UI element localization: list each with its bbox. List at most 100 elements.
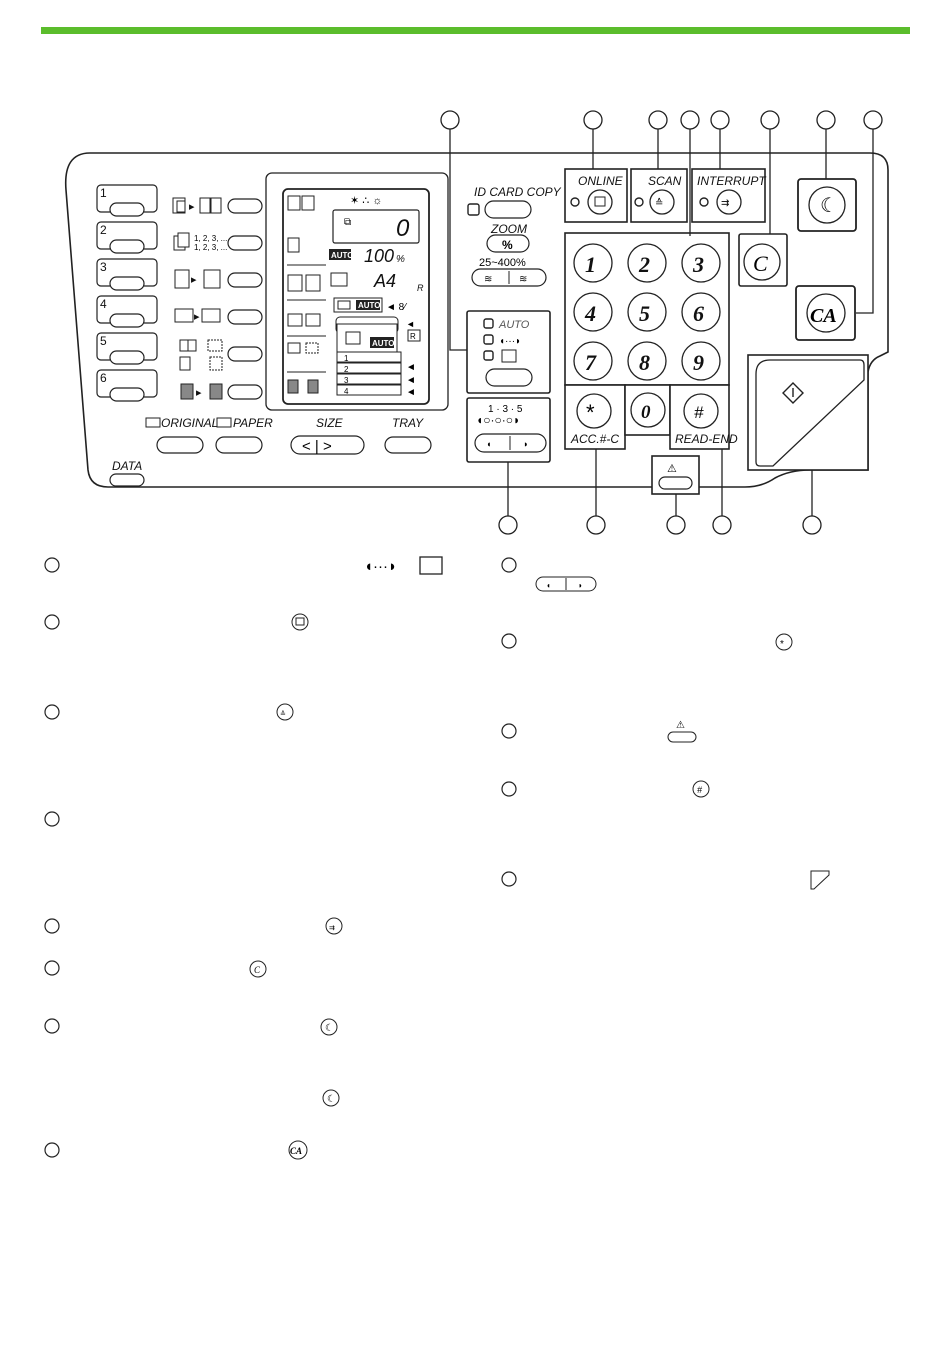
hash-key[interactable]: # READ-END [669, 384, 738, 450]
size-key[interactable]: SIZE < | > [290, 416, 365, 455]
program-button-2[interactable]: 2 [96, 221, 158, 254]
clear-all-key[interactable]: CA [795, 285, 856, 341]
hash-inline-icon: # [692, 780, 710, 798]
key-3[interactable]: 3 [681, 243, 721, 283]
key-label: 2 [638, 252, 650, 277]
function-keys: ▸ 1, 2, 3, ... 1, 2, 3, ... ▸ ▸ [172, 197, 263, 400]
svg-text:#: # [697, 785, 703, 795]
svg-text:◖○·○·○◗: ◖○·○·○◗ [476, 413, 520, 427]
key-2[interactable]: 2 [627, 243, 667, 283]
scan-key[interactable]: SCAN ≙ [630, 168, 688, 223]
program-button-5[interactable]: 5 [96, 332, 158, 365]
key-8[interactable]: 8 [627, 341, 667, 381]
zoom-percent: % [502, 238, 513, 252]
svg-text:◄: ◄ [406, 319, 415, 329]
svg-text:≋: ≋ [484, 274, 492, 285]
zero-key[interactable]: 0 [624, 384, 671, 436]
lcd-tray-4: 4 [344, 387, 349, 396]
clear-all-key-label: CA [810, 305, 837, 327]
svg-text:▸: ▸ [194, 311, 200, 323]
scan-label: SCAN [648, 174, 682, 188]
key-label: 6 [693, 301, 704, 326]
online-inline-icon [291, 613, 309, 631]
tray-label: TRAY [392, 416, 424, 430]
exposure-mode-key[interactable]: AUTO ◖···◗ [466, 310, 551, 394]
key-4[interactable]: 4 [573, 292, 613, 332]
svg-text:CA: CA [290, 1146, 302, 1156]
lcd-zoom-unit: % [396, 254, 405, 265]
exposure-level-inline-icon: ◖◗ [535, 576, 597, 592]
description-bullets-right [501, 557, 517, 887]
clear-all-inline-icon: CA [288, 1140, 308, 1160]
svg-text:*: * [780, 639, 784, 650]
key-6[interactable]: 6 [681, 292, 721, 332]
key-1[interactable]: 1 [573, 243, 613, 283]
star-inline-icon: * [775, 633, 793, 651]
program-button-label: 5 [100, 334, 107, 348]
sort-key[interactable]: 1, 2, 3, ... 1, 2, 3, ... [173, 232, 263, 252]
program-button-1[interactable]: 1 [96, 184, 158, 217]
online-key[interactable]: ONLINE [564, 168, 628, 223]
id-card-copy-label: ID CARD COPY [474, 185, 562, 199]
paper-key[interactable]: PAPER [215, 416, 273, 454]
lcd-tray-1: 1 [344, 354, 349, 363]
start-key[interactable] [747, 354, 869, 471]
lcd-tray-2: 2 [344, 365, 349, 374]
lcd-tray-3: 3 [344, 376, 349, 385]
key-5[interactable]: 5 [627, 292, 667, 332]
data-key[interactable]: DATA [109, 459, 145, 487]
nup-key[interactable]: ▸ [174, 269, 263, 289]
svg-text:◗: ◗ [523, 439, 528, 449]
description-bullets-left [44, 557, 60, 1158]
original-key[interactable]: ORIGINAL [145, 416, 218, 454]
exposure-auto-label: AUTO [498, 319, 530, 331]
reset-key[interactable]: ⚠ [651, 455, 700, 495]
card-shot-key[interactable]: ▸ [174, 308, 263, 325]
svg-text:☾: ☾ [325, 1023, 334, 1034]
interrupt-key[interactable]: INTERRUPT ⇉ [691, 168, 767, 223]
svg-text:≙: ≙ [655, 197, 663, 209]
original-label: ORIGINAL [161, 416, 218, 430]
svg-text:◖···◗: ◖···◗ [364, 558, 397, 575]
program-button-6[interactable]: 6 [96, 369, 158, 402]
duplex-key[interactable]: ▸ [172, 197, 263, 214]
start-inline-icon [810, 870, 830, 890]
exposure-level-key[interactable]: 1 · 3 · 5 ◖○·○·○◗ ◖ ◗ [466, 397, 551, 463]
svg-text:⇉: ⇉ [329, 925, 335, 932]
program-button-label: 3 [100, 260, 107, 274]
lcd-original-auto: AUTO [358, 301, 381, 310]
lcd-tray-r: R [410, 332, 416, 341]
svg-text:◖···◗: ◖···◗ [499, 336, 521, 347]
svg-text:◄: ◄ [406, 375, 416, 386]
power-save-inline-icon-2: ☾ [322, 1089, 340, 1107]
copy-count: 0 [396, 215, 410, 242]
lcd-display: ⧉ 0 ✶ ∴ ☼ AUTO 100 % A4 R AUTO ◄ 8⁄ AUTO [265, 172, 449, 411]
tray-key[interactable]: TRAY [384, 416, 432, 454]
scan-inline-icon: ≙ [276, 703, 294, 721]
program-button-4[interactable]: 4 [96, 295, 158, 328]
power-save-key[interactable]: ☾ [797, 178, 857, 232]
reset-inline-icon: ⚠ [667, 720, 697, 743]
callout-lines [440, 110, 883, 535]
book-copy-key[interactable] [179, 339, 263, 371]
svg-text:≋: ≋ [519, 274, 527, 285]
svg-text:◄: ◄ [406, 362, 416, 373]
key-7[interactable]: 7 [573, 341, 613, 381]
key-label: 9 [693, 350, 704, 375]
read-end-label: READ-END [675, 432, 738, 446]
exposure-inline-icons: ◖···◗ [364, 556, 443, 575]
svg-text:◖: ◖ [546, 581, 551, 590]
clear-key[interactable]: C [738, 233, 788, 287]
key-label: 4 [584, 301, 596, 326]
zoom-key[interactable]: ZOOM % 25~400% ≋ ≋ [471, 222, 547, 287]
id-card-copy-key[interactable]: ID CARD COPY [467, 185, 562, 219]
program-button-3[interactable]: 3 [96, 258, 158, 291]
svg-text:◗: ◗ [578, 581, 583, 590]
program-button-label: 2 [100, 223, 107, 237]
key-label: 5 [639, 301, 650, 326]
star-key[interactable]: * ACC.#-C [564, 384, 626, 450]
key-9[interactable]: 9 [681, 341, 721, 381]
erase-key[interactable]: ▸ [180, 383, 263, 400]
svg-text:▸: ▸ [191, 274, 197, 286]
